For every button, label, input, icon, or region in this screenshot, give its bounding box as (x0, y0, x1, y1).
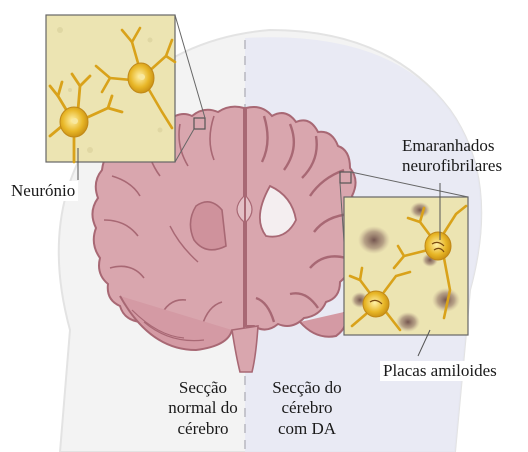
plaques-label: Placas amiloides (380, 361, 500, 381)
normal-neuron-inset (46, 15, 175, 162)
normal-section-line-3: cérebro (158, 419, 248, 439)
ad-neuron-inset (344, 197, 468, 335)
normal-section-line-1: Secção (158, 378, 248, 398)
ad-section-line-3: com DA (262, 419, 352, 439)
ad-section-line-2: cérebro (262, 398, 352, 418)
tangles-label-line-1: Emaranhados (402, 136, 502, 156)
tangles-label-line-2: neurofibrilares (402, 156, 502, 176)
neuron-label: Neurónio (8, 181, 78, 201)
tangles-label: Emaranhados neurofibrilares (402, 136, 502, 177)
normal-section-line-2: normal do (158, 398, 248, 418)
normal-section-label: Secção normal do cérebro (158, 378, 248, 439)
ad-section-label: Secção do cérebro com DA (262, 378, 352, 439)
ad-section-line-1: Secção do (262, 378, 352, 398)
